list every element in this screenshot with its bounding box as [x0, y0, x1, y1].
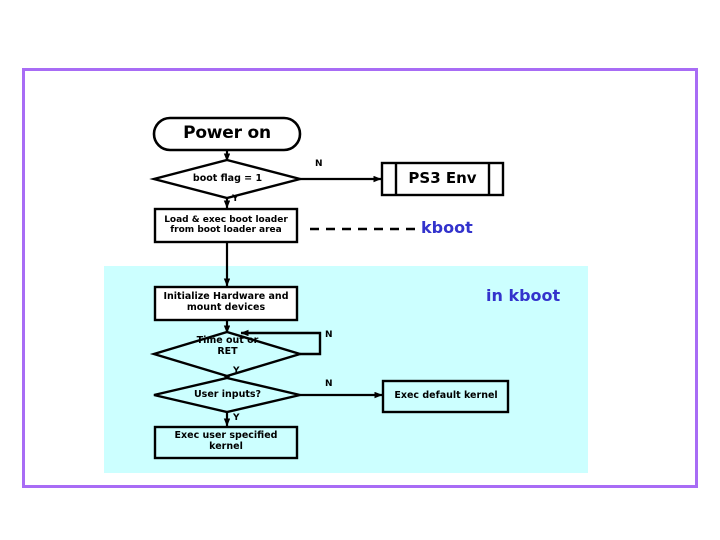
in-kboot-region-label: in kboot	[486, 286, 561, 305]
branch-label-time-out-no: N	[325, 330, 333, 340]
node-boot-flag-label: boot flag = 1	[192, 172, 263, 184]
kboot-legend-label: kboot	[421, 218, 473, 237]
node-load-exec-boot-loader-label: Load & exec boot loader from boot loader…	[164, 214, 288, 235]
node-exec-default-kernel-shape	[381, 379, 510, 414]
node-initialize-hardware-shape	[153, 285, 299, 322]
node-exec-default-kernel-label: Exec default kernel	[394, 390, 498, 402]
branch-label-user-inputs-yes: Y	[233, 413, 240, 423]
edge-timeout-no-loopback	[240, 329, 322, 356]
branch-label-boot-flag-yes: Y	[232, 194, 239, 204]
branch-label-time-out-yes: Y	[233, 366, 240, 376]
node-load-exec-boot-loader-shape	[153, 207, 299, 244]
node-exec-user-specified-kernel-label: Exec user specified kernel	[174, 430, 278, 452]
branch-label-boot-flag-no: N	[315, 159, 323, 169]
node-power-on-label: Power on	[183, 123, 271, 144]
node-exec-user-specified-kernel-shape	[153, 425, 299, 460]
node-user-inputs-label: User inputs?	[193, 388, 262, 400]
branch-label-user-inputs-no: N	[325, 379, 333, 389]
outer-frame-border	[22, 68, 698, 488]
node-time-out-or-ret-label: Time out or RET	[196, 335, 259, 357]
node-ps3-env-label: PS3 Env	[408, 169, 477, 188]
node-initialize-hardware-label: Initialize Hardware and mount devices	[163, 291, 289, 313]
node-ps3-env-shape	[380, 161, 505, 197]
